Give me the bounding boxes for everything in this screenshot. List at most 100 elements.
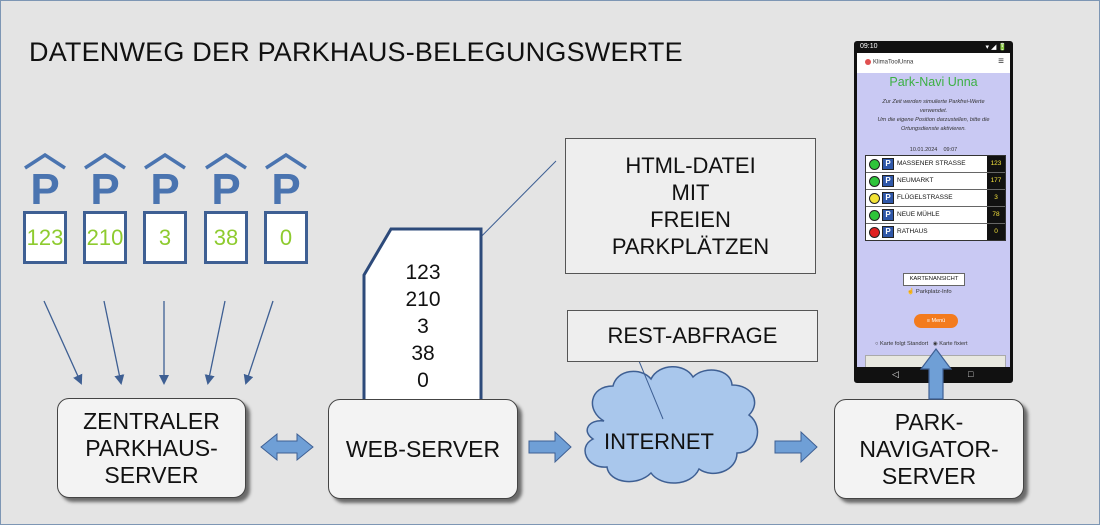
parking-name: FLÜGELSTRASSE [897, 194, 953, 201]
traffic-light-icon [869, 159, 880, 170]
central-server-line-2: PARKHAUS- [85, 434, 218, 461]
app-date: 10.01.2024 [909, 147, 938, 153]
app-info-line: verwendet. [919, 108, 948, 114]
document-value: 123 [405, 261, 441, 284]
parking-letter: P [211, 165, 240, 208]
radio-follow-location[interactable]: ○ Karte folgt Standort [875, 341, 929, 347]
app-timestamp: 10.01.2024 09:07 [857, 147, 1010, 153]
hamburger-menu-icon[interactable]: ≡ [998, 56, 1004, 67]
document-value: 3 [417, 315, 429, 338]
html-note-line-2: MIT [671, 180, 710, 205]
app-info-line: Zur Zeit werden simulierte Parkfrei-Wert… [882, 99, 985, 105]
html-note-line-4: PARKPLÄTZEN [611, 234, 770, 259]
html-note-line-1: HTML-DATEI [625, 153, 756, 178]
parking-roof-icon: P [205, 153, 247, 208]
navigator-server-line-2: NAVIGATOR- [859, 435, 999, 462]
rest-note-callout-line [638, 360, 664, 420]
parking-letter: P [150, 165, 179, 208]
parking-icon: P [882, 209, 894, 221]
phone-app-header: KlimaToolUnna ≡ [857, 53, 1010, 73]
phone-screen: KlimaToolUnna ≡ Park-Navi Unna Zur Zeit … [857, 53, 1010, 367]
garage-free-spaces-value: 0 [264, 211, 308, 264]
central-parking-server-box: ZENTRALER PARKHAUS- SERVER [57, 398, 246, 498]
arrow-garage-4-to-server [204, 300, 226, 385]
parking-name: NEUMARKT [897, 177, 934, 184]
page-title: DATENWEG DER PARKHAUS-BELEGUNGSWERTE [29, 37, 683, 67]
parking-free-count: 0 [987, 224, 1005, 240]
arrow-internet-to-navigator [774, 430, 818, 464]
map-mode-radios: ○ Karte folgt Standort ◉ Karte fixiert [875, 341, 968, 347]
app-time: 09:07 [943, 147, 958, 153]
android-nav-bar: ◁ ○ □ [854, 367, 1013, 383]
parking-free-count: 78 [987, 207, 1005, 223]
navigator-server-line-3: SERVER [881, 462, 977, 489]
parking-letter: P [30, 165, 59, 208]
app-info-text: Zur Zeit werden simulierte Parkfrei-Wert… [863, 98, 1004, 134]
central-server-line-3: SERVER [104, 461, 199, 488]
parking-icon: P [882, 226, 894, 238]
parking-roof-icon: P [144, 153, 186, 208]
nav-back-icon[interactable]: ◁ [892, 369, 899, 379]
html-note-line-3: FREIEN [650, 207, 731, 232]
internet-label: INTERNET [604, 429, 714, 454]
rest-query-note: REST-ABFRAGE [567, 310, 818, 362]
map-view-button[interactable]: KARTENANSICHT [903, 273, 965, 286]
navigator-server-line-1: PARK- [894, 408, 964, 435]
garage-free-spaces-value: 210 [83, 211, 127, 264]
parking-letter: P [90, 165, 119, 208]
phone-screenshot: 09:10 ▾ ◢ 🔋 KlimaToolUnna ≡ Park-Navi Un… [854, 41, 1013, 383]
parking-name: MASSENER STRASSE [897, 160, 966, 167]
app-logo: KlimaToolUnna [865, 59, 913, 66]
parkplatz-info-link[interactable]: ☝ Parkplatz-Info [907, 289, 952, 295]
map-preview [865, 355, 1006, 367]
parking-icon: P [882, 175, 894, 187]
menu-button[interactable]: ≡ Menü [914, 314, 958, 328]
parking-free-count: 3 [987, 190, 1005, 206]
garage-free-spaces-value: 123 [23, 211, 67, 264]
traffic-light-icon [869, 210, 880, 221]
parking-roof-icon: P [84, 153, 126, 208]
parking-garage-icon: P [22, 153, 68, 208]
web-server-label: WEB-SERVER [345, 435, 501, 462]
parking-garage-icon: P [263, 153, 309, 208]
parking-name: NEUE MÜHLE [897, 211, 940, 218]
radio-follow-location-label: Karte folgt Standort [879, 341, 929, 347]
garage-free-spaces-value: 38 [204, 211, 248, 264]
nav-home-icon[interactable]: ○ [930, 369, 936, 379]
parking-free-count: 123 [987, 156, 1005, 172]
rest-note-label: REST-ABFRAGE [607, 323, 778, 348]
parking-garage-icon: P [82, 153, 128, 208]
double-arrow-server-webserver [260, 432, 314, 462]
phone-status-icons: ▾ ◢ 🔋 [985, 44, 1007, 51]
html-document-values: 123 210 3 38 0 [373, 259, 473, 394]
traffic-light-icon [869, 193, 880, 204]
arrow-webserver-to-internet [528, 430, 572, 464]
parking-roof-icon: P [265, 153, 307, 208]
parking-garage-icon: P [203, 153, 249, 208]
parkplatz-info-label: Parkplatz-Info [915, 289, 952, 295]
park-navigator-server-box: PARK- NAVIGATOR- SERVER [834, 399, 1024, 499]
parking-letter: P [271, 165, 300, 208]
app-logo-text: KlimaToolUnna [873, 59, 914, 66]
arrow-garage-5-to-server [243, 300, 274, 385]
phone-status-time: 09:10 [860, 43, 878, 50]
radio-map-fixed[interactable]: ◉ Karte fixiert [932, 341, 968, 347]
web-server-box: WEB-SERVER [328, 399, 518, 499]
parking-roof-icon: P [24, 153, 66, 208]
internet-cloud [584, 366, 759, 484]
html-file-note: HTML-DATEI MIT FREIEN PARKPLÄTZEN [565, 138, 816, 274]
arrow-garage-2-to-server [103, 300, 125, 385]
phone-status-bar: 09:10 ▾ ◢ 🔋 [854, 41, 1013, 53]
parking-icon: P [882, 158, 894, 170]
arrow-garage-1-to-server [43, 300, 83, 385]
logo-icon [865, 59, 871, 65]
nav-recent-icon[interactable]: □ [968, 369, 974, 379]
